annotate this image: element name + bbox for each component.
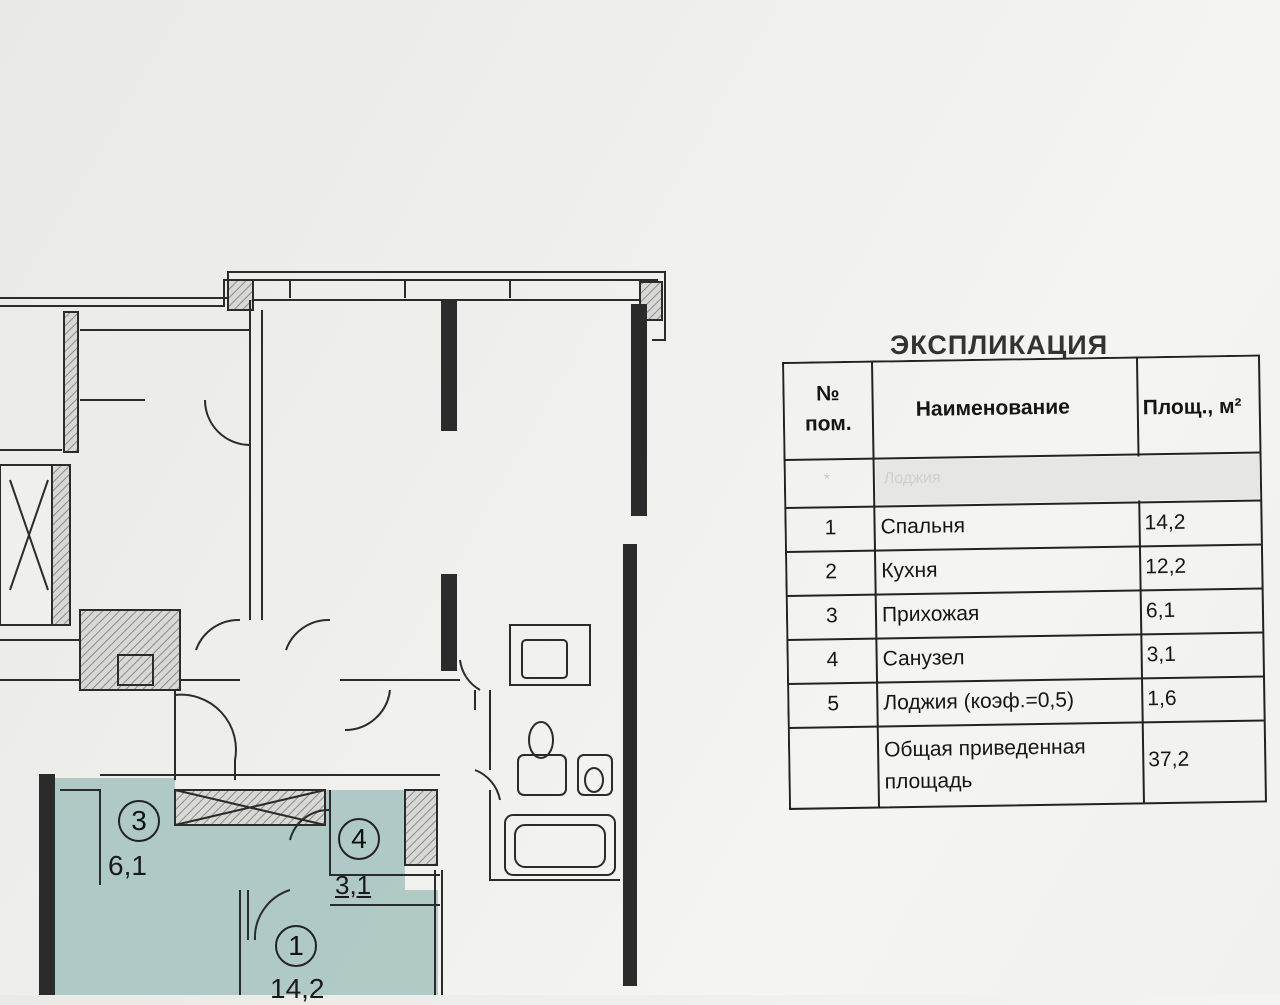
table-grid [782,354,1267,810]
room-3-marker-number: 3 [131,805,147,836]
explication-table: № пом. Наименование Площ., м² * Лоджия 1… [782,354,1269,811]
header-name: Наименование [915,395,1071,421]
faded-row-number: * [823,471,831,489]
row-4-name: Санузел [882,646,965,671]
row-5-name: Лоджия (коэф.=0,5) [883,688,1075,715]
header-area: Площ., м² [1142,394,1242,420]
room-4-marker-number: 4 [351,823,367,854]
row-2-area: 12,2 [1145,554,1187,579]
row-3-area: 6,1 [1145,598,1176,623]
row-1-name: Спальня [880,514,966,539]
total-area: 37,2 [1148,747,1190,772]
explication-title: ЭКСПЛИКАЦИЯ [890,330,1109,360]
room-4-marker: 4 [338,818,380,860]
row-2-number: 2 [825,560,838,584]
faded-row-name: Лоджия [883,469,941,488]
row-3-number: 3 [825,604,838,628]
total-name: Общая приведенная площадь [883,735,1086,794]
room-3-marker: 3 [118,800,160,842]
row-2-name: Кухня [881,558,938,583]
room-1-area: 14,2 [270,973,325,1004]
room-4-area: 3,1 [335,870,372,900]
row-1-number: 1 [824,516,837,540]
row-1-area: 14,2 [1144,510,1186,535]
row-5-number: 5 [827,692,840,716]
room-3-area: 6,1 [108,850,147,881]
header-number: № пом. [804,382,852,436]
row-5-area: 1,6 [1147,686,1177,711]
row-4-area: 3,1 [1146,642,1177,667]
room-1-marker-number: 1 [288,930,304,961]
row-4-number: 4 [826,648,839,672]
row-3-name: Прихожая [881,601,980,627]
room-1-marker: 1 [275,925,317,967]
floor-plan [0,271,666,995]
